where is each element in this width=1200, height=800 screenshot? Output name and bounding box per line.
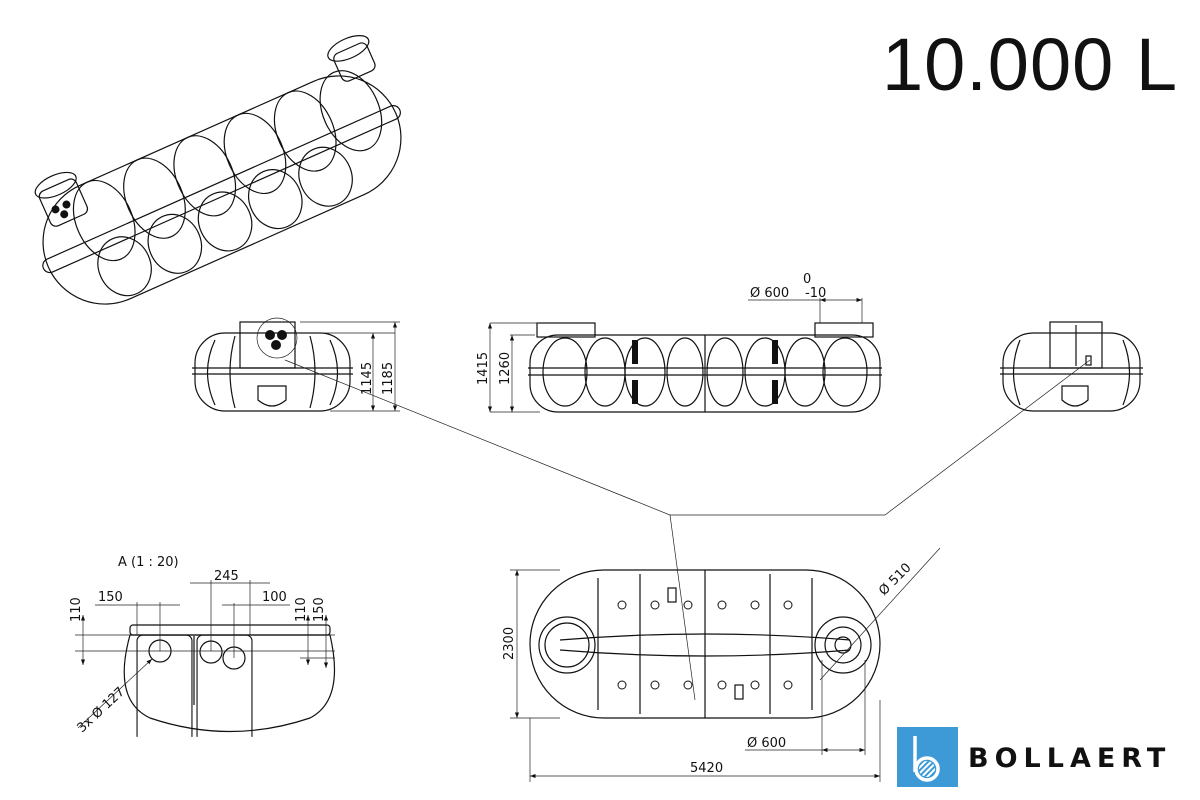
holes-dim: 3x Ø 127 xyxy=(74,685,128,736)
side-view: 1415 1260 Ø 600 -10 0 xyxy=(476,272,882,413)
end-height-1145: 1145 xyxy=(360,362,375,395)
end-view-left: 1145 1185 xyxy=(192,317,400,412)
detail-dim-245: 245 xyxy=(214,569,239,584)
end-height-1185: 1185 xyxy=(381,362,396,395)
detail-label: A (1 : 20) xyxy=(118,555,179,570)
brand-name: BOLLAERT xyxy=(968,743,1171,774)
isometric-tank-view xyxy=(34,34,402,305)
tolerance-lower: -10 xyxy=(805,286,826,301)
tolerance-upper: 0 xyxy=(803,272,811,287)
width-2300: 2300 xyxy=(502,627,517,660)
detail-dim-110-left: 110 xyxy=(69,597,84,622)
detail-dim-110-right: 110 xyxy=(294,597,309,622)
section-line-right xyxy=(670,359,1091,516)
top-view: 2300 Ø 510 Ø 600 5420 xyxy=(502,547,941,782)
detail-a: A (1 : 20) 150 245 100 110 110 150 3x Ø … xyxy=(69,555,336,753)
side-height-1415: 1415 xyxy=(476,352,491,385)
capacity-title: 10.000 L xyxy=(882,23,1178,106)
detail-dim-150-right: 150 xyxy=(312,597,327,622)
end-view-right xyxy=(1000,321,1143,412)
side-height-1260: 1260 xyxy=(498,352,513,385)
manhole-dim: Ø 600 xyxy=(750,286,789,301)
turret-dim-510: Ø 510 xyxy=(876,561,914,599)
detail-dim-100: 100 xyxy=(262,590,287,605)
detail-dim-150: 150 xyxy=(98,590,123,605)
bottom-manhole-dim: Ø 600 xyxy=(747,736,786,751)
bollaert-logo: BOLLAERT xyxy=(897,727,1171,787)
length-5420: 5420 xyxy=(690,761,723,776)
